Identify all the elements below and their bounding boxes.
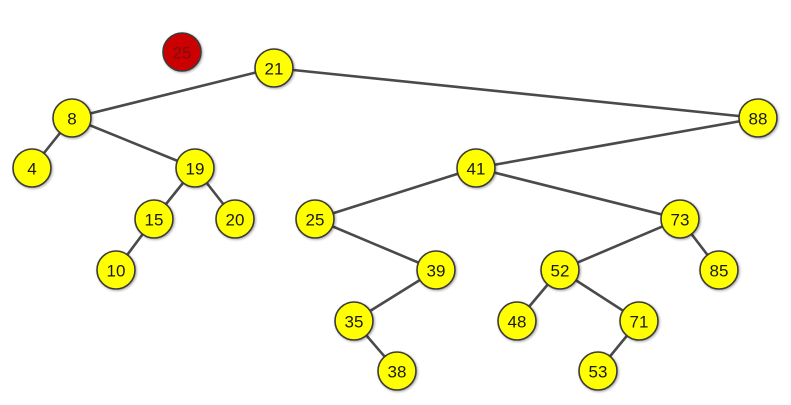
tree-node-21: 21 <box>254 48 294 88</box>
pending-node: 25 <box>162 32 202 72</box>
edge-n41-n73 <box>474 166 682 221</box>
tree-node-label: 21 <box>265 60 284 79</box>
tree-node-25: 25 <box>295 199 335 239</box>
edge-n88-n41 <box>474 116 760 170</box>
tree-node-circle <box>254 48 294 88</box>
edge-n73-n52 <box>558 217 682 272</box>
tree-node-15: 15 <box>134 199 174 239</box>
tree-node-circle <box>660 199 700 239</box>
tree-node-circle <box>540 250 580 290</box>
tree-node-label: 20 <box>226 211 245 230</box>
tree-node-41: 41 <box>456 148 496 188</box>
tree-node-circle <box>215 199 255 239</box>
tree-node-38: 38 <box>377 351 417 391</box>
tree-node-label: 53 <box>589 363 608 382</box>
tree-node-19: 19 <box>175 148 215 188</box>
tree-node-circle <box>175 148 215 188</box>
pending-node-circle <box>162 32 202 72</box>
tree-node-label: 15 <box>145 211 164 230</box>
tree-node-circle <box>295 199 335 239</box>
tree-node-circle <box>619 301 659 341</box>
edge-n8-n19 <box>70 116 197 170</box>
tree-node-48: 48 <box>497 301 537 341</box>
tree-node-label: 88 <box>749 110 768 129</box>
tree-node-8: 8 <box>52 98 92 138</box>
tree-node-label: 10 <box>107 262 126 281</box>
tree-node-label: 4 <box>27 160 36 179</box>
tree-node-20: 20 <box>215 199 255 239</box>
tree-node-label: 8 <box>67 110 76 129</box>
tree-node-label: 48 <box>508 313 527 332</box>
tree-node-85: 85 <box>699 250 739 290</box>
tree-node-label: 71 <box>630 313 649 332</box>
tree-node-label: 85 <box>710 262 729 281</box>
tree-node-53: 53 <box>578 351 618 391</box>
tree-node-circle <box>334 301 374 341</box>
tree-node-4: 4 <box>12 148 52 188</box>
tree-node-label: 41 <box>467 160 486 179</box>
tree-node-10: 10 <box>96 250 136 290</box>
tree-node-circle <box>96 250 136 290</box>
tree-node-circle <box>12 148 52 188</box>
tree-node-label: 25 <box>306 211 325 230</box>
edge-n41-n25 <box>313 166 478 221</box>
edge-n21-n8 <box>70 66 276 120</box>
edge-n21-n88 <box>272 66 760 120</box>
tree-node-39: 39 <box>416 250 456 290</box>
tree-node-73: 73 <box>660 199 700 239</box>
pending-node-label: 25 <box>173 44 192 63</box>
tree-node-71: 71 <box>619 301 659 341</box>
tree-node-circle <box>738 98 778 138</box>
tree-node-label: 52 <box>551 262 570 281</box>
tree-node-circle <box>134 199 174 239</box>
tree-node-circle <box>456 148 496 188</box>
edge-n25-n39 <box>313 217 438 272</box>
tree-node-circle <box>578 351 618 391</box>
tree-node-circle <box>699 250 739 290</box>
tree-node-label: 35 <box>345 313 364 332</box>
tree-node-label: 19 <box>186 160 205 179</box>
tree-node-label: 39 <box>427 262 446 281</box>
tree-node-circle <box>52 98 92 138</box>
tree-node-35: 35 <box>334 301 374 341</box>
tree-node-circle <box>416 250 456 290</box>
tree-node-circle <box>497 301 537 341</box>
tree-node-circle <box>377 351 417 391</box>
tree-node-label: 73 <box>671 211 690 230</box>
tree-node-88: 88 <box>738 98 778 138</box>
tree-node-52: 52 <box>540 250 580 290</box>
tree-node-label: 38 <box>388 363 407 382</box>
